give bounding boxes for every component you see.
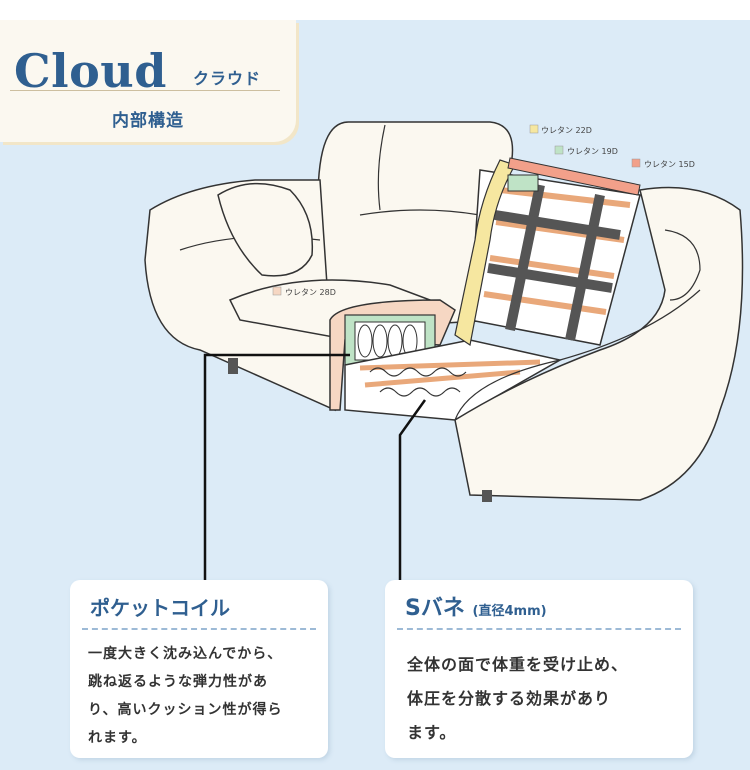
section-caption: 内部構造 bbox=[112, 111, 184, 131]
title-card: Cloud クラウド 内部構造 bbox=[0, 20, 296, 142]
pocket-coil-divider bbox=[82, 628, 316, 630]
pocket-coil-line: 跳ね返るような弾力性があ bbox=[88, 674, 268, 690]
s-spring-spec: (直径4mm) bbox=[472, 604, 547, 619]
s-spring-line: 体圧を分散する効果があり bbox=[407, 689, 612, 708]
s-spring-name: Sバネ bbox=[405, 596, 465, 621]
pocket-coil-line: れます。 bbox=[88, 730, 147, 746]
urethane-15d-label: ウレタン 15D bbox=[644, 160, 695, 169]
s-spring-line: ます。 bbox=[407, 723, 457, 742]
pocket-coil-description: 一度大きく沈み込んでから、 跳ね返るような弾力性があ り、高いクッション性が得ら… bbox=[88, 640, 282, 752]
s-spring-card: Sバネ (直径4mm) 全体の面で体重を受け止め、 体圧を分散する効果があり ま… bbox=[385, 580, 693, 758]
pocket-coil-card: ポケットコイル 一度大きく沈み込んでから、 跳ね返るような弾力性があ り、高いク… bbox=[70, 580, 328, 758]
s-spring-divider bbox=[397, 628, 681, 630]
pocket-coil-line: 一度大きく沈み込んでから、 bbox=[88, 646, 283, 662]
s-spring-line: 全体の面で体重を受け止め、 bbox=[407, 655, 629, 674]
urethane-19d-label: ウレタン 19D bbox=[567, 147, 618, 156]
pocket-coil-title: ポケットコイル bbox=[90, 596, 230, 620]
pocket-coil-line: り、高いクッション性が得ら bbox=[88, 702, 283, 718]
product-name: Cloud bbox=[14, 44, 167, 98]
product-name-kana: クラウド bbox=[193, 69, 262, 88]
s-spring-title: Sバネ (直径4mm) bbox=[405, 590, 547, 622]
s-spring-description: 全体の面で体重を受け止め、 体圧を分散する効果があり ます。 bbox=[407, 648, 628, 750]
title-divider bbox=[10, 90, 280, 91]
urethane-22d-label: ウレタン 22D bbox=[541, 126, 592, 135]
urethane-28d-label: ウレタン 28D bbox=[285, 288, 336, 297]
